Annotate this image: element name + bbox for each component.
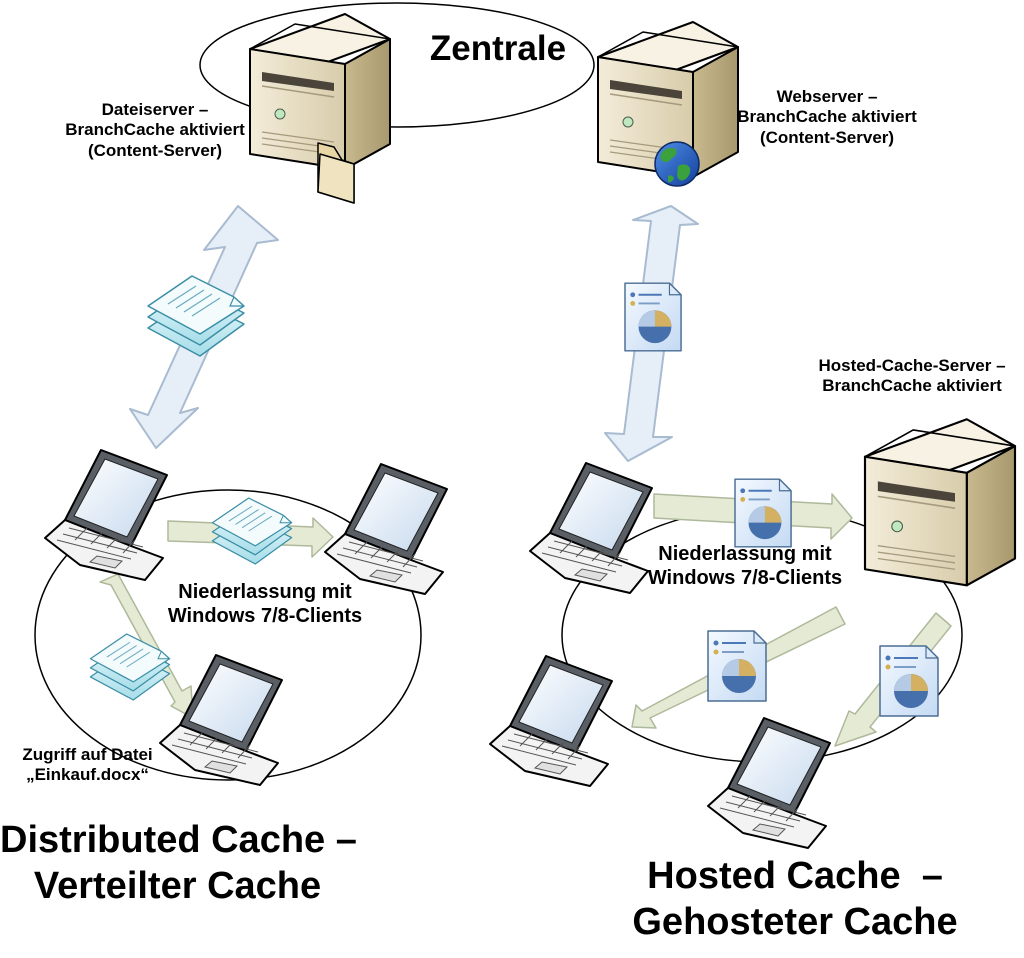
hosted-cache-title-line: Hosted Cache – bbox=[647, 855, 943, 897]
laptop-left-3 bbox=[159, 654, 283, 786]
hosted-cache-server-label-line: Hosted-Cache-Server – bbox=[818, 356, 1006, 375]
branch-left-label-line: Niederlassung mit bbox=[178, 581, 352, 603]
left-branch-ellipse bbox=[34, 489, 422, 781]
hosted-cache-title: Hosted Cache – Gehosteter Cache bbox=[610, 854, 980, 945]
distributed-cache-title-line: Verteilter Cache bbox=[33, 864, 322, 907]
branch-right-label-line: Niederlassung mit bbox=[658, 543, 832, 565]
pie-document-icon bbox=[624, 282, 683, 352]
hq-ellipse bbox=[199, 2, 595, 128]
laptop-right-3 bbox=[707, 717, 831, 849]
hosted-cache-server-label: Hosted-Cache-Server – BranchCache aktivi… bbox=[800, 356, 1024, 397]
branch-right-label: Niederlassung mit Windows 7/8-Clients bbox=[620, 542, 870, 590]
pie-document-icon bbox=[706, 629, 768, 703]
file-access-label-line: Zugriff auf Datei bbox=[22, 745, 153, 764]
folder-icon bbox=[317, 142, 355, 204]
branch-left-label: Niederlassung mit Windows 7/8-Clients bbox=[140, 580, 390, 628]
document-stack-icon bbox=[89, 633, 171, 701]
hosted-cache-server-label-line: BranchCache aktiviert bbox=[822, 376, 1002, 396]
file-access-label-line: „Einkauf.docx“ bbox=[26, 765, 149, 785]
hq-title: Zentrale bbox=[429, 29, 567, 68]
laptop-left-2 bbox=[324, 463, 448, 595]
distributed-cache-title: Distributed Cache – Verteilter Cache bbox=[0, 818, 357, 909]
branch-left-label-line: Windows 7/8-Clients bbox=[167, 605, 363, 627]
file-access-label: Zugriff auf Datei „Einkauf.docx“ bbox=[0, 745, 175, 786]
webserver-label-line: (Content-Server) bbox=[759, 127, 895, 147]
laptop-right-2 bbox=[489, 655, 613, 787]
webserver-label: Webserver – BranchCache aktiviert (Conte… bbox=[712, 87, 942, 148]
globe-icon bbox=[654, 141, 700, 187]
hosted-cache-title-line: Gehosteter Cache bbox=[632, 900, 958, 943]
fileserver-label-line: BranchCache aktiviert bbox=[65, 120, 245, 140]
pie-document-icon bbox=[734, 478, 793, 548]
fileserver-label: Dateiserver – BranchCache aktiviert (Con… bbox=[40, 100, 270, 161]
pie-document-icon bbox=[878, 644, 940, 718]
document-stack-icon bbox=[211, 497, 293, 565]
hosted-cache-server bbox=[863, 418, 1017, 587]
distributed-cache-title-line: Distributed Cache – bbox=[0, 819, 357, 861]
branch-right-label-line: Windows 7/8-Clients bbox=[647, 567, 843, 589]
fileserver-label-line: Dateiserver – bbox=[101, 100, 209, 119]
webserver-label-line: BranchCache aktiviert bbox=[737, 107, 917, 127]
fileserver-label-line: (Content-Server) bbox=[87, 140, 223, 160]
webserver-label-line: Webserver – bbox=[776, 87, 878, 106]
